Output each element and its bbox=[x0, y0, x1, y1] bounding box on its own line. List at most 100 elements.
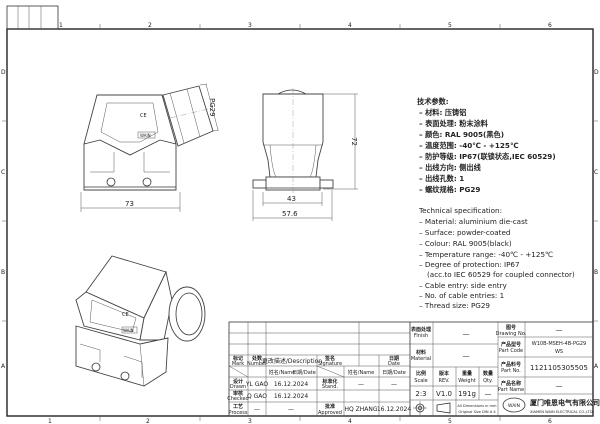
number-label-zh: 处数 bbox=[251, 355, 263, 362]
part-code-value: W10B-MSEH-4B-PG29 bbox=[532, 341, 586, 347]
side-view: 72 43 57.6 bbox=[252, 88, 358, 221]
spec-en-title: Technical specification: bbox=[418, 206, 502, 215]
spec-en-item: – Degree of protection: IP67 bbox=[419, 260, 520, 269]
projection-symbol-icon bbox=[413, 401, 451, 415]
locking-pin-hole bbox=[106, 177, 116, 187]
date-column-header: 日期/Date bbox=[382, 370, 406, 376]
company-name-en: XIAMEN WAIN ELECTRICAL CO.,LTD. bbox=[530, 410, 594, 414]
checked-label-zh: 审核 bbox=[233, 390, 243, 397]
spec-en-item: – No. of cable entries: 1 bbox=[419, 291, 504, 300]
zone-label-right: D bbox=[594, 69, 599, 76]
rev-value: V1.0 bbox=[436, 390, 452, 398]
zone-label-left: D bbox=[1, 69, 6, 76]
drawing-no-label: Drawing No. bbox=[496, 331, 527, 337]
zone-label-left: B bbox=[1, 269, 5, 276]
name-column-header: 姓名/Name bbox=[269, 369, 295, 376]
part-no-label-zh: 产品料号 bbox=[501, 361, 521, 368]
spec-zh-item: – 表面处理: 粉末涂料 bbox=[419, 119, 489, 128]
description-label: 更改描述/Description bbox=[262, 357, 322, 365]
spec-chinese: 技术参数: – 材料: 压铸铝 – 表面处理: 粉末涂料 – 颜色: RAL 9… bbox=[417, 97, 556, 194]
spec-zh-item: – 出线方向: 侧出线 bbox=[419, 163, 482, 172]
approved-label: Approved bbox=[318, 410, 342, 416]
part-name-label: Part Name bbox=[498, 387, 524, 393]
process-label: Process bbox=[229, 410, 248, 416]
scale-value: 2:3 bbox=[415, 390, 426, 398]
mark-label: Mark bbox=[232, 361, 244, 367]
date-column-header: 日期/Date bbox=[292, 370, 316, 376]
zone-label-top: 6 bbox=[548, 22, 552, 29]
finish-label: Finish bbox=[414, 333, 428, 339]
spec-en-item: – Colour: RAL 9005(black) bbox=[419, 239, 512, 248]
weight-value: 191g bbox=[458, 390, 476, 398]
checked-name: Q GAO bbox=[247, 393, 267, 400]
iso-ce-mark: CE bbox=[122, 312, 129, 318]
process-label-zh: 工艺 bbox=[233, 403, 243, 410]
drawn-label-zh: 设计 bbox=[233, 378, 243, 385]
part-code-value-suffix: WS bbox=[555, 349, 563, 355]
weight-label-zh: 重量 bbox=[462, 370, 472, 377]
stand-date: — bbox=[391, 381, 397, 388]
stand-label: Stand. bbox=[322, 384, 339, 390]
dimensions-note: All Dimensions in mm bbox=[457, 404, 497, 408]
spec-english: Technical specification: – Material: alu… bbox=[418, 206, 575, 310]
original-size-note: Original Size DIN A 4 bbox=[458, 410, 496, 414]
weight-label: Weight bbox=[458, 378, 475, 384]
stand-label-zh: 标准化 bbox=[321, 378, 337, 385]
part-no-value: 1121105305505 bbox=[530, 364, 588, 372]
rev-label-zh: 版本 bbox=[439, 370, 450, 377]
part-code-label: Part Code bbox=[499, 348, 523, 354]
spec-en-item: – Surface: powder-coated bbox=[419, 228, 510, 237]
part-code-label-zh: 产品型号 bbox=[501, 341, 521, 348]
spec-zh-item: – 颜色: RAL 9005(黑色) bbox=[419, 130, 504, 139]
date-label-zh: 日期 bbox=[389, 355, 399, 362]
zone-label-top: 4 bbox=[348, 22, 352, 29]
process-name: — bbox=[254, 406, 260, 413]
approved-label-zh: 批准 bbox=[325, 403, 335, 410]
approved-name: HQ ZHANG bbox=[344, 406, 377, 413]
isometric-view: CE WAIN bbox=[75, 255, 206, 387]
finish-label-zh: 表面处理 bbox=[410, 326, 431, 333]
dimension-height: 72 bbox=[350, 137, 358, 146]
part-no-label: Part No. bbox=[501, 368, 521, 374]
qty-label-zh: 数量 bbox=[483, 370, 493, 377]
checked-label: Checked bbox=[227, 396, 248, 402]
housing-outline bbox=[83, 94, 177, 191]
qty-label: Qty. bbox=[483, 378, 493, 384]
company-name-zh: 厦门唯恩电气有限公司 bbox=[529, 398, 600, 407]
zone-label-bottom: 3 bbox=[248, 418, 252, 424]
spec-zh-item: – 出线孔数: 1 bbox=[419, 174, 464, 183]
drawn-name: YL GAO bbox=[245, 381, 269, 388]
stand-name: — bbox=[358, 381, 364, 388]
scale-label-zh: 比例 bbox=[416, 370, 426, 377]
spec-zh-item: – 材料: 压铸铝 bbox=[419, 108, 466, 117]
zone-label-bottom: 5 bbox=[448, 418, 452, 424]
spec-en-item: – Temperature range: -40℃ - +125℃ bbox=[419, 250, 553, 259]
date-label: Date bbox=[388, 361, 400, 367]
zone-label-left: C bbox=[1, 169, 5, 176]
dimension-outer-width: 57.6 bbox=[282, 210, 298, 218]
zone-label-bottom: 4 bbox=[348, 418, 352, 424]
number-label: Number bbox=[247, 361, 268, 367]
wain-mark: WAIN bbox=[140, 133, 151, 138]
material-value: — bbox=[463, 352, 470, 360]
company-logo: WAIN bbox=[502, 397, 526, 413]
zone-label-right: B bbox=[594, 269, 598, 276]
top-left-stamp-box bbox=[6, 5, 59, 30]
zone-label-bottom: 6 bbox=[548, 418, 552, 424]
part-name-value: — bbox=[556, 382, 563, 390]
zone-label-bottom: 1 bbox=[48, 418, 52, 424]
iso-wain-mark: WAIN bbox=[123, 328, 134, 333]
mark-label-zh: 标记 bbox=[232, 355, 243, 362]
dimension-thread: PG29 bbox=[208, 98, 216, 117]
dimension-width: 73 bbox=[125, 200, 134, 208]
logo-text: WAIN bbox=[508, 403, 520, 409]
checked-date: 16.12.2024 bbox=[274, 393, 309, 400]
finish-value: — bbox=[463, 330, 470, 338]
approved-date: 16.12.2024 bbox=[377, 406, 412, 413]
part-name-label-zh: 产品名称 bbox=[501, 380, 521, 387]
drawn-label: Drawn bbox=[230, 384, 246, 390]
iso-cable-gland bbox=[168, 286, 206, 342]
zone-label-right: C bbox=[594, 169, 598, 176]
qty-value: — bbox=[485, 390, 492, 398]
